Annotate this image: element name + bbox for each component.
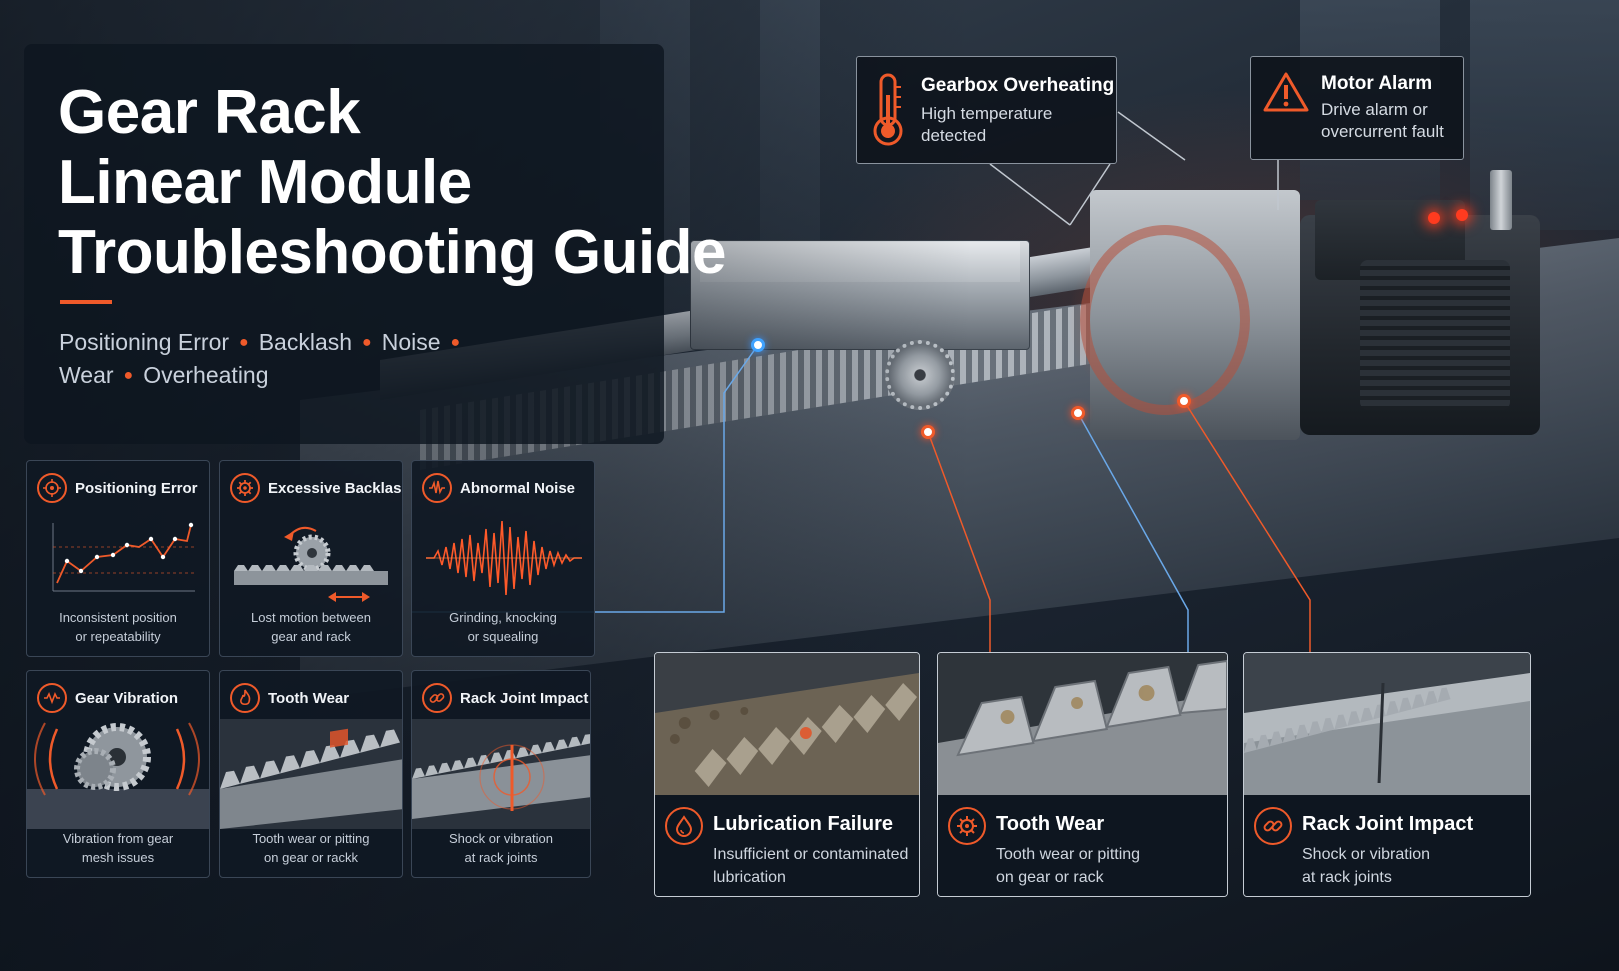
card-positioning-error: Positioning Error Inconsistent position … bbox=[26, 460, 210, 657]
card-title: Excessive Backlash bbox=[268, 479, 403, 497]
callout-text: Drive alarm or overcurrent fault bbox=[1321, 100, 1444, 141]
title-panel bbox=[24, 44, 664, 444]
card-tooth-wear: Tooth Wear Tooth wear or pitting on gear… bbox=[219, 670, 403, 878]
warning-triangle-icon bbox=[1263, 71, 1309, 118]
tooth-wear-closeup-photo bbox=[938, 653, 1227, 795]
detail-lubrication-failure: Lubrication Failure Insufficient or cont… bbox=[654, 652, 920, 897]
callout-gearbox-overheating: Gearbox Overheating High temperature det… bbox=[856, 56, 1117, 164]
card-description: Vibration from gear mesh issues bbox=[62, 831, 174, 865]
marker-rack-joint bbox=[1177, 394, 1191, 408]
card-excessive-backlash: Excessive Backlash Lost motion between g… bbox=[219, 460, 403, 657]
rack-joint-graphic bbox=[412, 719, 590, 829]
card-description: Tooth wear or pitting on gear or rackk bbox=[252, 831, 370, 865]
link-icon bbox=[1254, 807, 1292, 845]
tag-backlash: Backlash bbox=[258, 329, 353, 355]
page-title: Gear Rack Linear Module Troubleshooting … bbox=[58, 78, 727, 288]
gear-icon bbox=[230, 473, 260, 503]
detail-text: Tooth wear or pitting on gear or rack bbox=[996, 846, 1141, 886]
detail-text: Insufficient or contaminated lubrication bbox=[713, 846, 909, 886]
card-description: Inconsistent position or repeatability bbox=[59, 610, 177, 644]
callout-text: High temperature detected bbox=[921, 104, 1053, 145]
title-accent-bar bbox=[60, 300, 112, 304]
detail-title: Tooth Wear bbox=[996, 813, 1105, 835]
lubrication-closeup-photo bbox=[655, 653, 919, 795]
card-gear-vibration: Gear Vibration Vibration from gear mesh … bbox=[26, 670, 210, 878]
marker-lubrication bbox=[921, 425, 935, 439]
tag-positioning-error: Positioning Error bbox=[59, 329, 230, 355]
rack-joint-closeup-photo bbox=[1244, 653, 1530, 795]
card-title: Tooth Wear bbox=[268, 689, 350, 707]
link-icon bbox=[422, 683, 452, 713]
card-title: Positioning Error bbox=[75, 479, 198, 497]
marker-tooth-wear bbox=[1071, 406, 1085, 420]
backlash-gear-graphic bbox=[234, 526, 388, 602]
callout-title: Gearbox Overheating bbox=[921, 75, 1115, 96]
detail-text: Shock or vibration at rack joints bbox=[1302, 846, 1431, 886]
gear-icon bbox=[948, 807, 986, 845]
tag-noise: Noise bbox=[381, 329, 441, 355]
detail-tooth-wear: Tooth Wear Tooth wear or pitting on gear… bbox=[937, 652, 1228, 897]
oil-drop-icon bbox=[665, 807, 703, 845]
detail-rack-joint-impact: Rack Joint Impact Shock or vibration at … bbox=[1243, 652, 1531, 897]
callout-title: Motor Alarm bbox=[1321, 73, 1433, 94]
waveform-icon bbox=[422, 473, 452, 503]
detail-title: Rack Joint Impact bbox=[1302, 813, 1474, 835]
position-error-chart-graphic bbox=[52, 522, 195, 592]
noise-waveform-graphic bbox=[426, 520, 582, 596]
tag-wear: Wear bbox=[59, 362, 114, 388]
card-title: Rack Joint Impact bbox=[460, 689, 589, 707]
card-title: Gear Vibration bbox=[75, 689, 179, 707]
card-rack-joint-impact: Rack Joint Impact Shock or vibration at … bbox=[411, 670, 591, 878]
crosshair-icon bbox=[37, 473, 67, 503]
title-line-3: Troubleshooting Guide bbox=[58, 218, 727, 287]
title-line-2: Linear Module bbox=[58, 148, 472, 217]
issue-tags: Positioning Error●Backlash●Noise● Wear●O… bbox=[59, 329, 461, 388]
card-abnormal-noise: Abnormal Noise Grinding, knocking or squ… bbox=[411, 460, 595, 657]
card-description: Shock or vibration at rack joints bbox=[448, 831, 554, 865]
tag-overheating: Overheating bbox=[143, 362, 269, 388]
flame-icon bbox=[230, 683, 260, 713]
marker-carriage bbox=[751, 338, 765, 352]
tooth-wear-graphic bbox=[220, 719, 402, 829]
card-description: Lost motion between gear and rack bbox=[251, 610, 371, 644]
vibration-icon bbox=[37, 683, 67, 713]
card-title: Abnormal Noise bbox=[460, 479, 576, 497]
gear-vibration-graphic bbox=[27, 722, 209, 829]
detail-title: Lubrication Failure bbox=[713, 813, 894, 835]
thermometer-icon bbox=[871, 71, 905, 154]
callout-motor-alarm: Motor Alarm Drive alarm or overcurrent f… bbox=[1250, 56, 1464, 160]
card-description: Grinding, knocking or squealing bbox=[449, 610, 557, 644]
title-line-1: Gear Rack bbox=[58, 78, 361, 147]
